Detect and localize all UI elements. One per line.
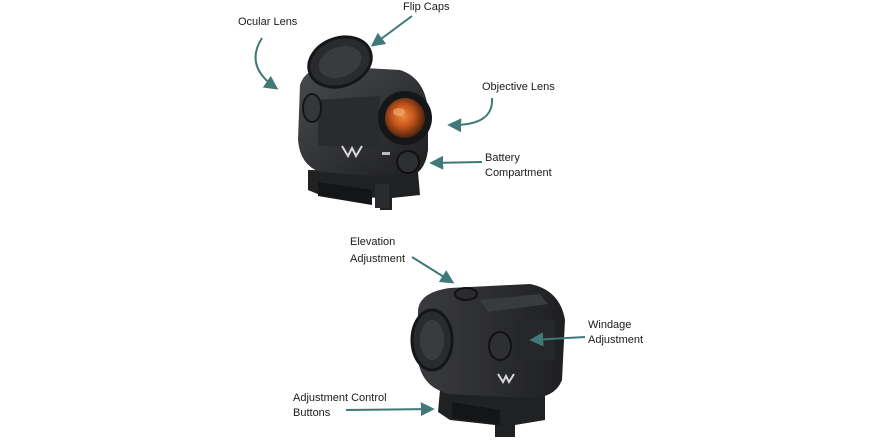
- label-elevation-adjustment: Elevation Adjustment: [350, 234, 405, 268]
- vortex-logo-icon: [341, 145, 363, 159]
- red-dot-sight-top: [298, 35, 432, 210]
- red-dot-sight-bottom: [410, 284, 565, 437]
- arrow-elevation: [411, 256, 455, 284]
- arrow-flip-caps: [370, 15, 413, 47]
- label-adjustment-control-buttons: Adjustment Control Buttons: [293, 391, 387, 421]
- label-ocular-lens: Ocular Lens: [238, 15, 297, 30]
- label-text: Adjustment Control: [293, 392, 387, 404]
- label-text: Buttons: [293, 407, 331, 419]
- label-battery-compartment: Battery Compartment: [485, 151, 552, 181]
- label-text: Adjustment: [350, 253, 406, 265]
- label-text: Elevation: [350, 236, 396, 248]
- label-flip-caps: Flip Caps: [403, 0, 449, 15]
- label-text: Adjustment: [588, 334, 644, 346]
- label-text: Battery: [485, 152, 520, 164]
- label-text: Ocular Lens: [238, 16, 298, 28]
- label-text: Compartment: [485, 167, 552, 179]
- arrow-ocular-lens: [254, 37, 279, 90]
- label-text: Objective Lens: [482, 81, 555, 93]
- vortex-logo-icon: [497, 373, 515, 385]
- arrow-battery: [429, 155, 483, 170]
- label-text: Flip Caps: [403, 1, 450, 13]
- label-windage-adjustment: Windage Adjustment: [588, 318, 643, 348]
- callout-arrows: [254, 15, 586, 417]
- label-text: Windage: [588, 319, 632, 331]
- arrow-buttons: [345, 402, 435, 417]
- arrow-objective-lens: [447, 97, 494, 133]
- label-objective-lens: Objective Lens: [482, 80, 555, 95]
- arrow-windage: [529, 332, 586, 347]
